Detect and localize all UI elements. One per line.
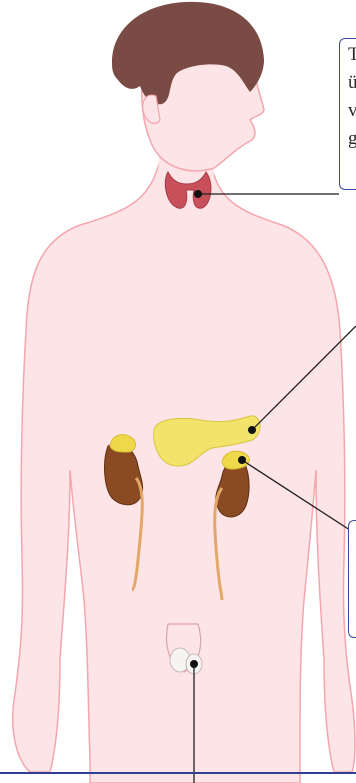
callout-line: ü bbox=[348, 69, 356, 97]
body-silhouette bbox=[13, 160, 355, 783]
callout-line: v bbox=[348, 97, 356, 125]
thyroid-callout-text: T ü v g bbox=[340, 39, 356, 153]
thyroid-callout-box: T ü v g bbox=[339, 38, 356, 190]
callout-line: g bbox=[348, 125, 356, 153]
bottom-callout-edge bbox=[0, 772, 356, 783]
adrenal-callout-box bbox=[348, 520, 356, 638]
callout-line: T bbox=[348, 41, 356, 69]
